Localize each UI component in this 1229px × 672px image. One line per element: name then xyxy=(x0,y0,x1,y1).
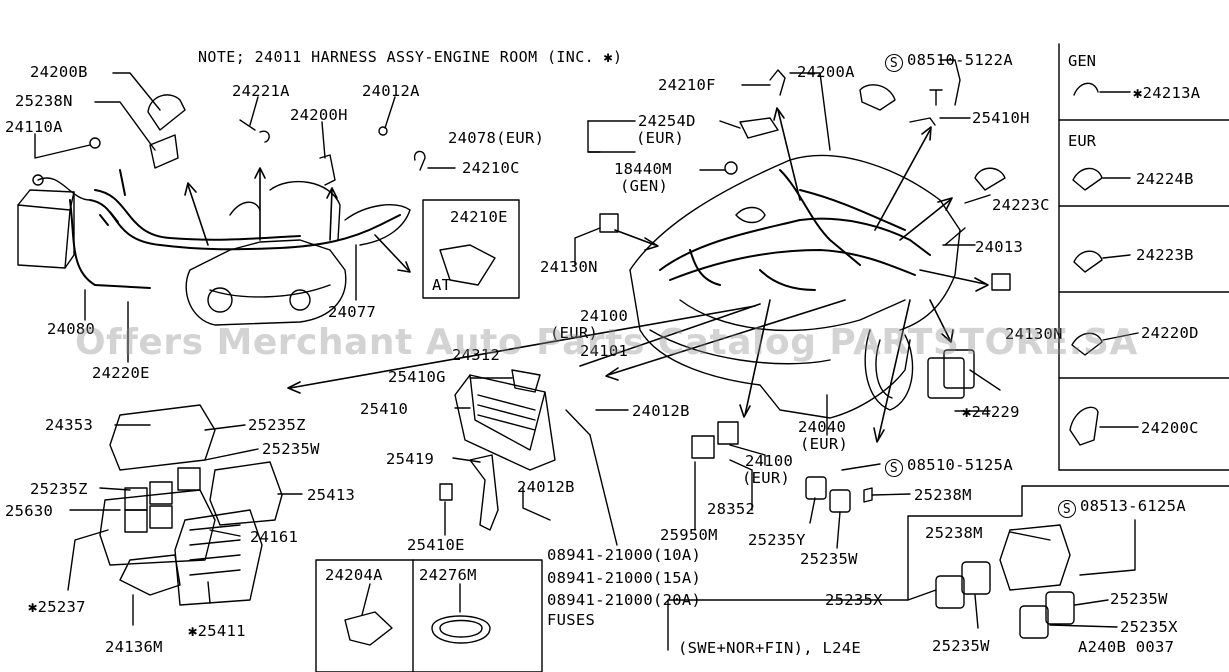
part-label-25950M[interactable]: 25950M xyxy=(660,526,718,544)
part-label-28352[interactable]: 28352 xyxy=(707,500,756,518)
fuse-block-shape xyxy=(99,404,283,606)
harness-wires-left xyxy=(69,169,401,289)
inset-box-bottom xyxy=(315,559,543,672)
engine-shape xyxy=(185,180,411,326)
side-panel-frame xyxy=(1058,43,1229,471)
part-label-24200A[interactable]: 24200A xyxy=(797,63,855,81)
part-label-25630[interactable]: 25630 xyxy=(5,502,54,520)
s-circle-icon: S xyxy=(885,459,903,477)
part-label-25411[interactable]: ✱25411 xyxy=(188,622,246,640)
clip-parts-shape xyxy=(89,69,1103,646)
part-label-25410E[interactable]: 25410E xyxy=(407,536,465,554)
part-label-24161[interactable]: 24161 xyxy=(250,528,299,546)
part-label-24220E[interactable]: 24220E xyxy=(92,364,150,382)
part-label-25237[interactable]: ✱25237 xyxy=(28,598,86,616)
part-label-25235X[interactable]: 25235X xyxy=(825,591,883,609)
leader-lines xyxy=(34,59,1139,629)
part-label-24100[interactable]: 24100 xyxy=(580,307,629,325)
part-label-24040[interactable]: 24040 xyxy=(798,418,847,436)
inset-label-at: AT xyxy=(432,276,452,294)
part-label-24100-second-eur: (EUR) xyxy=(742,469,791,487)
part-label-24210C[interactable]: 24210C xyxy=(462,159,520,177)
side-panel-part-24224B[interactable]: 24224B xyxy=(1136,170,1194,188)
part-label-24223C[interactable]: 24223C xyxy=(992,196,1050,214)
variant-note: (SWE+NOR+FIN), L24E xyxy=(678,639,862,657)
part-label-24276M[interactable]: 24276M xyxy=(419,566,477,584)
part-label-24353[interactable]: 24353 xyxy=(45,416,94,434)
part-label-24229[interactable]: ✱24229 xyxy=(962,403,1020,421)
part-label-25238M-second[interactable]: 25238M xyxy=(925,524,983,542)
part-label-24204A[interactable]: 24204A xyxy=(325,566,383,584)
part-label-24210E[interactable]: 24210E xyxy=(450,208,508,226)
part-label-24012B[interactable]: 24012B xyxy=(632,402,690,420)
part-label-25235Z[interactable]: 25235Z xyxy=(248,416,306,434)
relay-box-shape xyxy=(439,369,556,531)
part-label-24080[interactable]: 24080 xyxy=(47,320,96,338)
part-label-18440M[interactable]: 18440M xyxy=(614,160,672,178)
side-panel-part-24223B[interactable]: 24223B xyxy=(1136,246,1194,264)
section-divider xyxy=(667,485,1229,651)
part-label-25235Z-second[interactable]: 25235Z xyxy=(30,480,88,498)
part-label-24210F[interactable]: 24210F xyxy=(658,76,716,94)
part-label-24013[interactable]: 24013 xyxy=(975,238,1024,256)
fuses-label: FUSES xyxy=(547,611,596,629)
part-label-25235W[interactable]: 25235W xyxy=(262,440,320,458)
part-label-24130N-right[interactable]: 24130N xyxy=(1005,325,1063,343)
car-body-shape xyxy=(629,154,961,419)
part-label-25413[interactable]: 25413 xyxy=(307,486,356,504)
part-label-24200H[interactable]: 24200H xyxy=(290,106,348,124)
s-circle-icon: S xyxy=(1058,500,1076,518)
side-panel-part-24213A[interactable]: ✱24213A xyxy=(1133,84,1201,102)
part-label-24312[interactable]: 24312 xyxy=(452,346,501,364)
part-label-18440M-gen: (GEN) xyxy=(620,177,669,195)
part-label-24200B[interactable]: 24200B xyxy=(30,63,88,81)
fuse-label-10a[interactable]: 08941-21000(10A) xyxy=(547,546,702,564)
fuse-label-20a[interactable]: 08941-21000(20A) xyxy=(547,591,702,609)
part-label-25419[interactable]: 25419 xyxy=(386,450,435,468)
part-label-24110A[interactable]: 24110A xyxy=(5,118,63,136)
part-label-24012B-second[interactable]: 24012B xyxy=(517,478,575,496)
side-panel-part-24220D[interactable]: 24220D xyxy=(1141,324,1199,342)
battery-shape xyxy=(17,174,91,269)
part-label-24254D[interactable]: 24254D xyxy=(638,112,696,130)
part-label-24101[interactable]: 24101 xyxy=(580,342,629,360)
part-label-25410[interactable]: 25410 xyxy=(360,400,409,418)
side-panel-eur-header: EUR xyxy=(1068,132,1096,150)
part-label-24221A[interactable]: 24221A xyxy=(232,82,290,100)
inset-box-at xyxy=(422,199,520,299)
harness-wires-main xyxy=(659,169,931,291)
side-panel-gen-header: GEN xyxy=(1068,52,1096,70)
part-label-24078-eur[interactable]: 24078(EUR) xyxy=(448,129,545,147)
part-label-25235W-second[interactable]: 25235W xyxy=(800,550,858,568)
part-label-24136M[interactable]: 24136M xyxy=(105,638,163,656)
part-label-24012A[interactable]: 24012A xyxy=(362,82,420,100)
part-label-25235W-third[interactable]: 25235W xyxy=(1110,590,1168,608)
diagram-id: A240B 0037 xyxy=(1078,638,1175,656)
leader-arrows xyxy=(184,107,989,443)
part-label-25410H[interactable]: 25410H xyxy=(972,109,1030,127)
part-label-24100-eur: (EUR) xyxy=(550,324,599,342)
part-label-24077[interactable]: 24077 xyxy=(328,303,377,321)
part-label-24040-eur: (EUR) xyxy=(800,435,849,453)
part-label-24130N[interactable]: 24130N xyxy=(540,258,598,276)
part-label-25235W-fourth[interactable]: 25235W xyxy=(932,637,990,655)
part-label-24100-second[interactable]: 24100 xyxy=(745,452,794,470)
part-label-25235X-second[interactable]: 25235X xyxy=(1120,618,1178,636)
part-label-25235Y[interactable]: 25235Y xyxy=(748,531,806,549)
part-label-25238N[interactable]: 25238N xyxy=(15,92,73,110)
part-label-25410G[interactable]: 25410G xyxy=(388,368,446,386)
part-label-24254D-eur: (EUR) xyxy=(636,129,685,147)
fuse-label-15a[interactable]: 08941-21000(15A) xyxy=(547,569,702,587)
side-panel-part-24200C[interactable]: 24200C xyxy=(1141,419,1199,437)
s-circle-icon: S xyxy=(885,54,903,72)
part-label-25238M[interactable]: 25238M xyxy=(914,486,972,504)
diagram-note: NOTE; 24011 HARNESS ASSY-ENGINE ROOM (IN… xyxy=(198,48,623,66)
